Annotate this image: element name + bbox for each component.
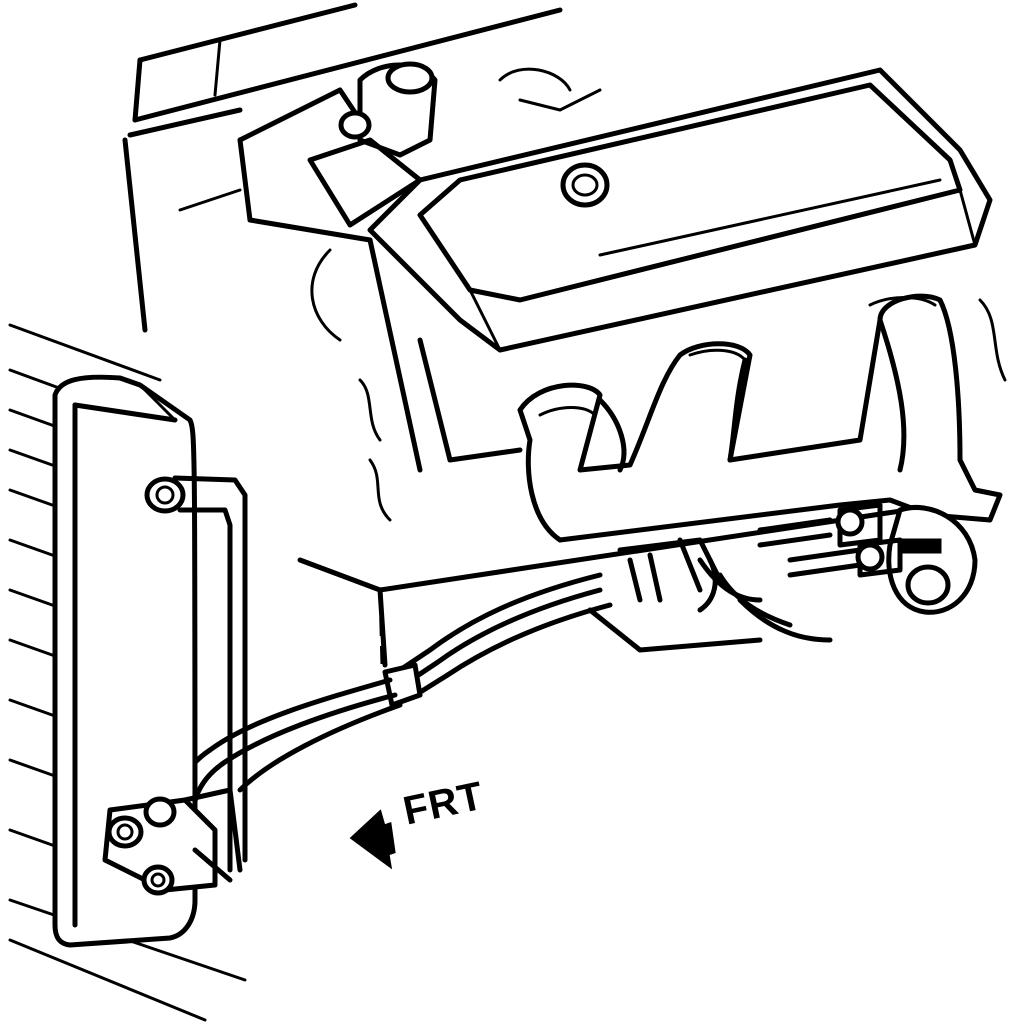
cooler-lines bbox=[173, 537, 723, 839]
oil-cooler bbox=[52, 374, 248, 948]
thermostat-housing bbox=[307, 61, 602, 228]
transmission-fittings bbox=[697, 502, 978, 643]
arrow-left-icon bbox=[349, 809, 396, 870]
valve-cover bbox=[367, 67, 993, 463]
exhaust-manifold bbox=[517, 293, 1003, 543]
radiator-support bbox=[122, 2, 563, 333]
engine-block bbox=[237, 87, 1007, 668]
